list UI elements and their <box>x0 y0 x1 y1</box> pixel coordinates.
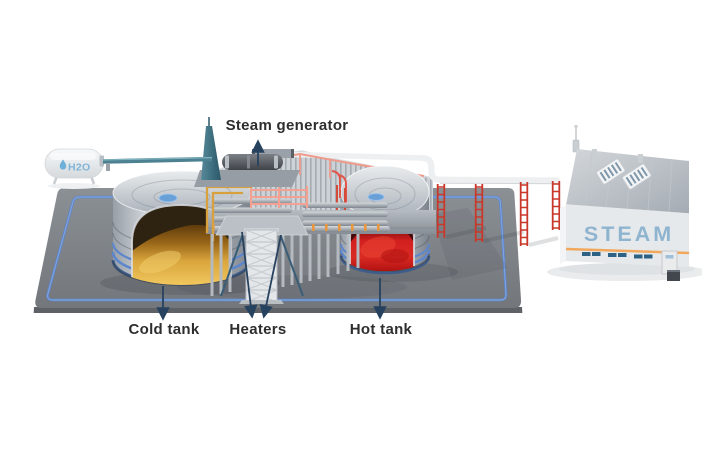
platform-apron <box>215 215 309 236</box>
heaters-label: Heaters <box>229 321 287 338</box>
diagonal-braces <box>220 233 304 297</box>
steam-generator-label: Steam generator <box>225 117 349 134</box>
access-tower <box>239 228 284 304</box>
steam-pipe-back-segment <box>287 151 426 161</box>
pipe-valve <box>106 163 110 171</box>
steam-label: STEAM <box>584 222 674 246</box>
building-ladder <box>551 181 561 230</box>
steam-generator-vessel <box>222 154 283 170</box>
roof-vent <box>596 158 626 185</box>
water-droplet-icon <box>59 159 67 170</box>
roof-stub <box>638 154 643 163</box>
water-tank-assembly: H2O <box>44 148 213 189</box>
roof-vent <box>622 163 652 190</box>
generator-platform <box>194 170 300 187</box>
steam-generator-assembly <box>194 117 300 187</box>
hot-storage-medium <box>350 224 414 272</box>
front-structure <box>210 215 309 304</box>
building-side-wall <box>560 205 566 264</box>
cold-tank-hatch <box>158 193 178 203</box>
pipe-support-ladder <box>519 182 529 246</box>
pipe-loop-highlight <box>47 196 507 301</box>
steam-pipe-run <box>419 154 561 185</box>
building-base-unit <box>667 270 680 281</box>
pipe-support-ladder <box>436 184 446 238</box>
pipe-support-ladder <box>474 184 484 242</box>
heaters-arrow-right <box>259 234 282 319</box>
steam-pipe <box>419 154 561 184</box>
h2o-label: H2O <box>68 162 91 174</box>
feedwater-pipe <box>102 156 213 164</box>
salt-manifold-pipes <box>249 186 309 208</box>
hot-tank-hatch <box>367 193 385 201</box>
heaters-arrow-left <box>241 231 258 319</box>
antenna-icon <box>574 124 578 129</box>
roof-stub <box>592 149 597 158</box>
hot-tank-label: Hot tank <box>349 321 413 338</box>
building-vents <box>582 252 653 259</box>
leader-arrows <box>156 139 387 321</box>
steam-building: STEAM <box>547 124 702 281</box>
cold-tank-label: Cold tank <box>128 321 200 338</box>
steam-generator-mast <box>201 126 221 180</box>
pipe-support-ladders <box>436 181 561 246</box>
